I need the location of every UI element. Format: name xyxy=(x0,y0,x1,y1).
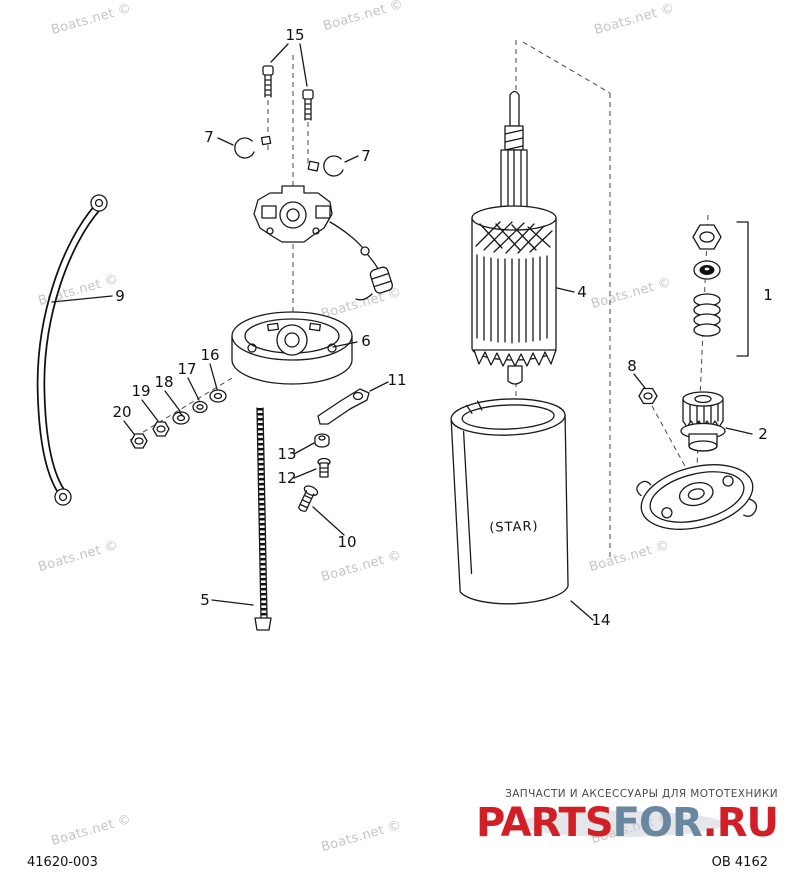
lock-washer-part-18 xyxy=(172,411,190,425)
nut-part-19 xyxy=(152,421,170,437)
part-label-17: 17 xyxy=(177,360,196,378)
vendor-block: ЗАПЧАСТИ И АКСЕССУАРЫ ДЛЯ МОТОТЕХНИКИ PA… xyxy=(475,788,779,846)
wire-terminal xyxy=(360,246,370,256)
vendor-tagline: ЗАПЧАСТИ И АКСЕССУАРЫ ДЛЯ МОТОТЕХНИКИ xyxy=(505,788,778,800)
drawing-number: 41620-003 xyxy=(27,855,98,870)
nut-part-8 xyxy=(638,387,658,405)
logo-text-for: FOR xyxy=(612,800,704,846)
part-label-6: 6 xyxy=(361,332,371,350)
part-label-11: 11 xyxy=(387,371,406,389)
frame-cylinder-part-14: (STAR) xyxy=(450,398,569,605)
nut-part-20 xyxy=(130,433,148,449)
part-label-12: 12 xyxy=(277,469,296,487)
brush-plate-assembly xyxy=(253,185,393,301)
end-frame-part-6 xyxy=(231,311,353,385)
part-label-18: 18 xyxy=(154,373,173,391)
part-label-7-right: 7 xyxy=(361,147,371,165)
part-label-2: 2 xyxy=(758,425,768,443)
part-label-8: 8 xyxy=(627,357,637,375)
logo-text-parts: PARTS xyxy=(475,800,614,846)
part-label-14: 14 xyxy=(591,611,610,629)
logo-text-ru: .RU xyxy=(702,800,779,846)
part-label-20: 20 xyxy=(112,403,131,421)
spring xyxy=(693,293,721,337)
part-label-5: 5 xyxy=(200,591,210,609)
nut-part-13 xyxy=(314,433,330,448)
clip-part-7-right xyxy=(307,155,344,177)
leader-lines xyxy=(51,43,753,621)
screw-part-10 xyxy=(298,485,319,512)
part-label-13: 13 xyxy=(277,445,296,463)
part-label-7-left: 7 xyxy=(204,128,214,146)
armature-part-4 xyxy=(471,90,557,385)
washer-part-16 xyxy=(209,389,227,403)
clip-part-7-left xyxy=(234,135,272,159)
part-label-4: 4 xyxy=(577,283,587,301)
bracket-line-part-1 xyxy=(736,221,749,357)
bolt-part-12 xyxy=(317,457,331,478)
sheet-code: OB 4162 xyxy=(711,855,768,870)
battery-cable-part-9 xyxy=(36,194,108,506)
part-label-9: 9 xyxy=(115,287,125,305)
stopper-set-part-1 xyxy=(692,221,749,357)
part-label-15: 15 xyxy=(285,26,304,44)
frame-star-marking: (STAR) xyxy=(489,519,539,536)
part-label-19: 19 xyxy=(131,382,150,400)
washer-part-17 xyxy=(192,400,208,414)
wire-grommet xyxy=(369,266,393,294)
pinion-gear-part-2 xyxy=(680,391,726,452)
bracket-part-11 xyxy=(317,388,370,425)
part-label-10: 10 xyxy=(337,533,356,551)
bolt-part-15b xyxy=(302,89,314,121)
part-label-1: 1 xyxy=(763,286,773,304)
part-label-16: 16 xyxy=(200,346,219,364)
bolt-part-15a xyxy=(262,65,274,98)
part-number-callouts: 15 7 7 9 6 16 17 18 19 20 11 13 12 10 5 … xyxy=(112,26,772,629)
end-cap-flange xyxy=(636,464,758,530)
through-bolt-part-5 xyxy=(254,407,272,631)
vendor-logo: PARTSFOR.RU xyxy=(475,800,779,846)
axis-dashed-lines xyxy=(129,40,709,560)
